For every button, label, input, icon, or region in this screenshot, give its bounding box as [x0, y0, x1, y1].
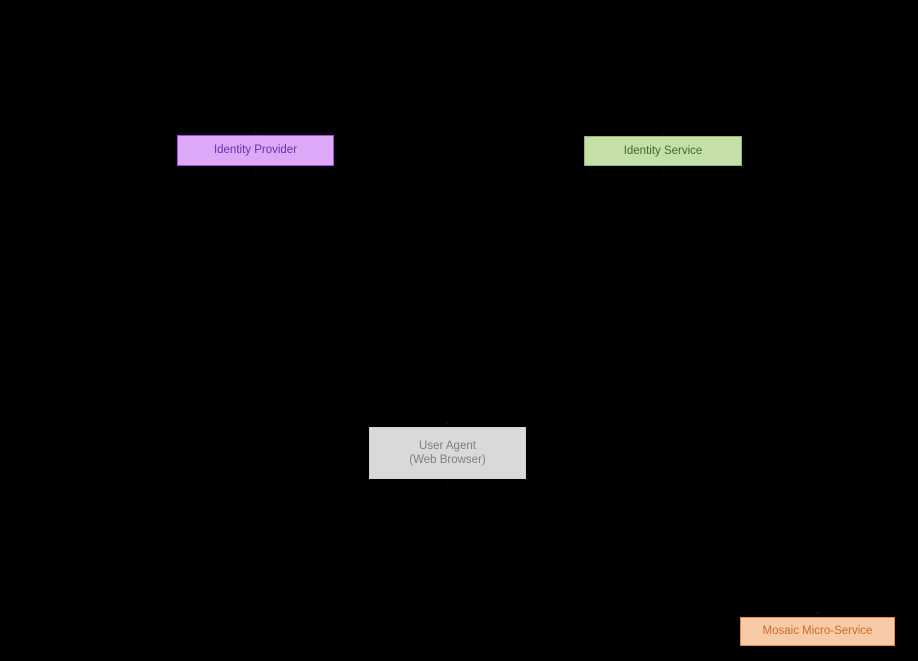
- lifeline-identity-service: [662, 166, 663, 180]
- lifeline-user-agent: [446, 479, 447, 491]
- participant-identity-provider-label: Identity Provider: [213, 144, 298, 157]
- participant-identity-provider[interactable]: Identity Provider: [177, 135, 334, 166]
- connector-tick-identity-service-top: [662, 133, 665, 135]
- participant-user-agent-label-line2: (Web Browser): [409, 454, 486, 466]
- participant-mosaic-micro-service[interactable]: Mosaic Micro-Service: [740, 617, 895, 646]
- lifeline-identity-provider: [254, 166, 255, 182]
- participant-identity-service[interactable]: Identity Service: [584, 136, 742, 166]
- connector-tick-identity-provider-top: [254, 132, 257, 134]
- participant-mosaic-micro-service-label: Mosaic Micro-Service: [762, 625, 873, 638]
- connector-tick-user-agent-top: [446, 422, 449, 424]
- participant-user-agent-label-line1: User Agent: [419, 439, 476, 452]
- participant-user-agent[interactable]: User Agent (Web Browser): [369, 427, 526, 479]
- connector-tick-mosaic-top: [816, 612, 819, 614]
- participant-identity-service-label: Identity Service: [623, 144, 703, 157]
